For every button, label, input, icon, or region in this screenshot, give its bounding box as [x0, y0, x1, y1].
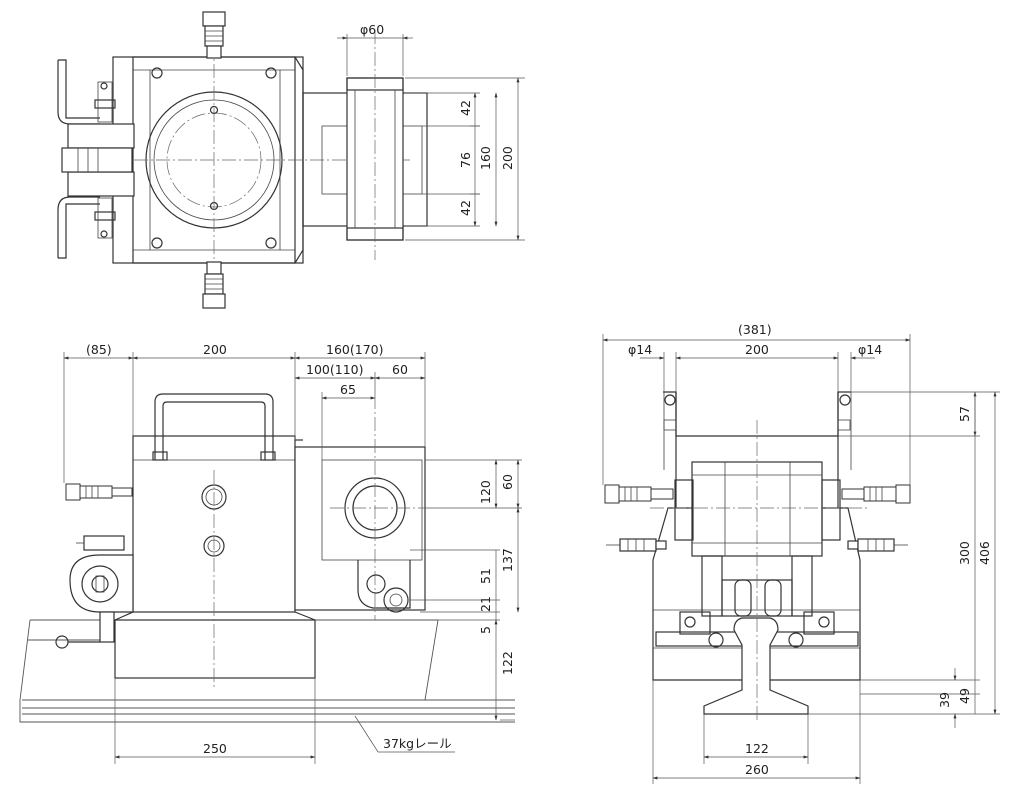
dim-160-170: 160(170) — [326, 342, 383, 357]
side-left-nozzle — [606, 538, 667, 552]
top-fitting — [202, 11, 226, 59]
dim-406: 406 — [977, 541, 992, 565]
dim-100-110: 100(110) — [306, 362, 363, 377]
dim-160: 160 — [478, 146, 493, 170]
dim-250: 250 — [203, 741, 227, 756]
bolt-icon — [151, 67, 163, 79]
dim-49: 49 — [957, 688, 972, 704]
front-right-block — [294, 446, 426, 611]
dim-51: 51 — [478, 568, 493, 584]
front-view: (85) 200 160(170) 100(110) 60 65 120 60 … — [19, 342, 522, 764]
dim-200: 200 — [500, 146, 515, 170]
rail-label: 37kgレール — [383, 736, 452, 751]
bottom-fitting — [202, 261, 226, 309]
dim-122-side: 122 — [745, 741, 769, 756]
dim-39: 39 — [937, 692, 952, 708]
dim-42a: 42 — [458, 100, 473, 116]
top-left-clamp — [57, 59, 135, 259]
dim-200-front: 200 — [203, 342, 227, 357]
dim-65: 65 — [340, 382, 356, 397]
dim-260: 260 — [745, 762, 769, 777]
bolt-icon — [151, 237, 163, 249]
dim-120: 120 — [478, 480, 493, 504]
front-left-fitting — [65, 483, 133, 501]
side-right-fitting — [841, 484, 911, 504]
dim-381: (381) — [738, 322, 772, 337]
dim-phi14-right: φ14 — [858, 342, 882, 357]
dim-57: 57 — [957, 406, 972, 422]
dim-60-top: 60 — [392, 362, 408, 377]
dim-42b: 42 — [458, 200, 473, 216]
top-view: φ60 42 76 160 200 42 — [57, 11, 525, 309]
front-base — [114, 619, 316, 679]
dim-122-front: 122 — [500, 651, 515, 675]
side-left-fitting — [604, 484, 674, 504]
dim-pipe-dia: φ60 — [360, 22, 384, 37]
dim-5: 5 — [478, 626, 493, 634]
dim-200-side: 200 — [745, 342, 769, 357]
front-left-clamp — [55, 535, 134, 649]
side-view: (381) φ14 200 φ14 57 300 406 39 49 — [602, 322, 1000, 784]
dim-phi14-left: φ14 — [628, 342, 652, 357]
dim-137: 137 — [500, 548, 515, 572]
handle — [154, 393, 274, 460]
front-rail — [19, 619, 515, 723]
bolt-icon — [265, 237, 277, 249]
dim-300: 300 — [957, 541, 972, 565]
dim-85: (85) — [86, 342, 112, 357]
dim-60-right: 60 — [500, 474, 515, 490]
dim-21: 21 — [478, 596, 493, 612]
bolt-icon — [265, 67, 277, 79]
dim-76: 76 — [458, 152, 473, 168]
side-right-nozzle — [847, 538, 908, 552]
